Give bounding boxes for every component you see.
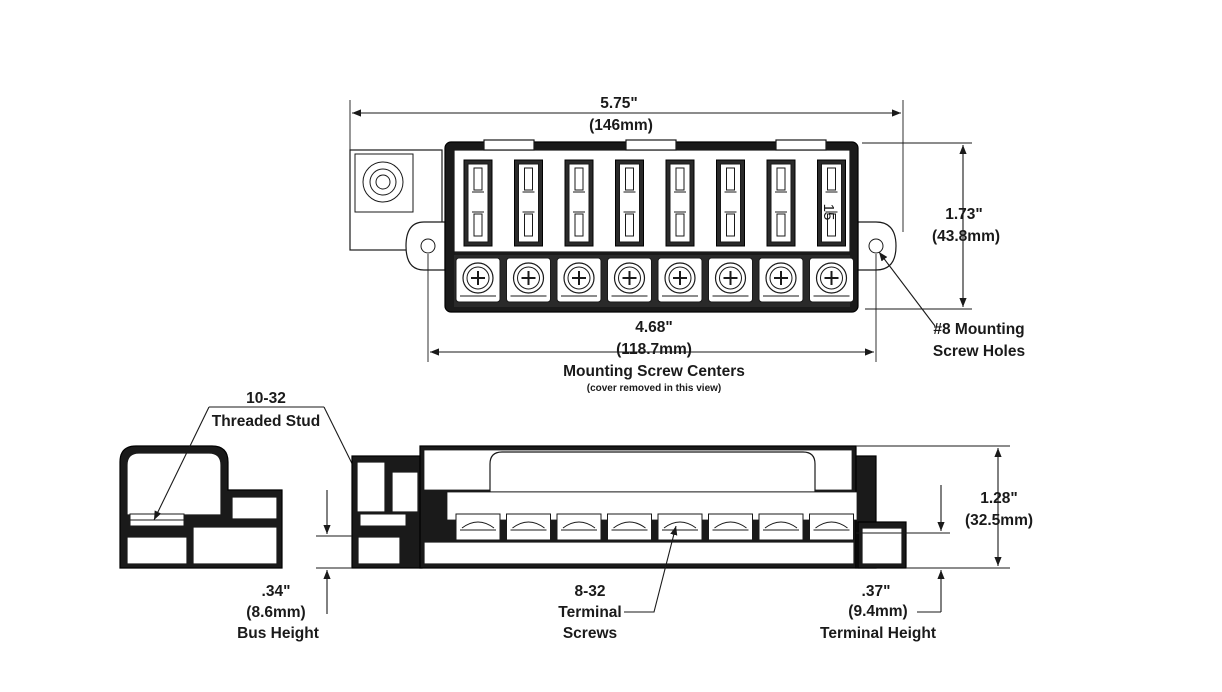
mount-holes-line1: #8 Mounting xyxy=(933,321,1024,338)
terminal-screw-row xyxy=(455,257,854,303)
side-terminal xyxy=(758,513,804,541)
top-view: 15 xyxy=(349,139,897,313)
overall-height-mm: (32.5mm) xyxy=(965,512,1033,529)
dim-terminal-height: .37" (9.4mm) Terminal Height xyxy=(820,485,950,642)
side-terminal xyxy=(506,513,551,541)
terminal-screw xyxy=(607,257,652,303)
dim-overall-height: 1.28" (32.5mm) xyxy=(856,445,1033,569)
callout-mount-holes: #8 Mounting Screw Holes xyxy=(878,251,1025,360)
terminal-screws-line1: 8-32 xyxy=(574,583,605,600)
overall-width-inch: 5.75" xyxy=(600,95,638,112)
terminal-screw xyxy=(708,257,753,303)
terminal-screw xyxy=(455,257,501,303)
mount-holes-line2: Screw Holes xyxy=(933,343,1025,360)
fuse-row xyxy=(463,159,846,247)
fuse-slot xyxy=(463,159,493,247)
overall-height-inch: 1.28" xyxy=(980,490,1018,507)
mount-centers-caption: Mounting Screw Centers xyxy=(563,363,745,380)
cover-removed-note: (cover removed in this view) xyxy=(587,383,722,394)
dim-overall-depth: 1.73" (43.8mm) xyxy=(862,142,1000,310)
fuse-slot xyxy=(766,159,796,247)
end-view xyxy=(119,445,283,569)
callout-terminal-screws: 8-32 Terminal Screws xyxy=(558,525,678,642)
side-view xyxy=(351,445,907,569)
fuse-slot xyxy=(514,159,543,247)
terminal-screw xyxy=(556,257,602,303)
side-stud-nut xyxy=(359,513,407,527)
fuse-slot xyxy=(817,159,846,247)
fuse-rating-label: 15 xyxy=(820,204,837,221)
overall-depth-mm: (43.8mm) xyxy=(932,228,1000,245)
terminal-screws-line3: Screws xyxy=(563,625,617,642)
mount-centers-mm: (118.7mm) xyxy=(616,341,692,358)
callout-stud: 10-32 Threaded Stud xyxy=(153,390,381,521)
side-terminal xyxy=(556,513,602,541)
terminal-height-inch: .37" xyxy=(862,583,891,600)
mount-hole-right xyxy=(868,238,884,254)
dim-bus-height: .34" (8.6mm) Bus Height xyxy=(237,490,352,642)
mount-centers-inch: 4.68" xyxy=(635,319,673,336)
stud-line2: Threaded Stud xyxy=(212,413,321,430)
side-terminal xyxy=(455,513,501,541)
fuse-slot xyxy=(716,159,745,247)
fuse-slot xyxy=(564,159,594,247)
dim-overall-width: 5.75" (146mm) xyxy=(349,95,904,232)
terminal-height-mm: (9.4mm) xyxy=(848,603,907,620)
side-terminal xyxy=(657,513,703,541)
terminal-height-caption: Terminal Height xyxy=(820,625,936,642)
side-terminal xyxy=(708,513,753,541)
dim-mount-centers: 4.68" (118.7mm) Mounting Screw Centers (… xyxy=(427,254,877,394)
overall-depth-inch: 1.73" xyxy=(945,206,983,223)
bus-height-inch: .34" xyxy=(262,583,291,600)
bus-height-caption: Bus Height xyxy=(237,625,319,642)
overall-width-mm: (146mm) xyxy=(589,117,653,134)
side-cover xyxy=(489,451,816,493)
terminal-screw xyxy=(657,257,703,303)
fuse-slot xyxy=(615,159,644,247)
bus-height-mm: (8.6mm) xyxy=(246,604,305,621)
side-terminal xyxy=(809,513,854,541)
side-terminal-row xyxy=(455,513,854,541)
terminal-screw xyxy=(809,257,854,303)
terminal-screw xyxy=(506,257,551,303)
mount-hole-left xyxy=(420,238,436,254)
side-terminal xyxy=(607,513,652,541)
stud-line1: 10-32 xyxy=(246,390,286,407)
terminal-screws-line2: Terminal xyxy=(558,604,621,621)
terminal-screw xyxy=(758,257,804,303)
fuse-slot xyxy=(665,159,695,247)
